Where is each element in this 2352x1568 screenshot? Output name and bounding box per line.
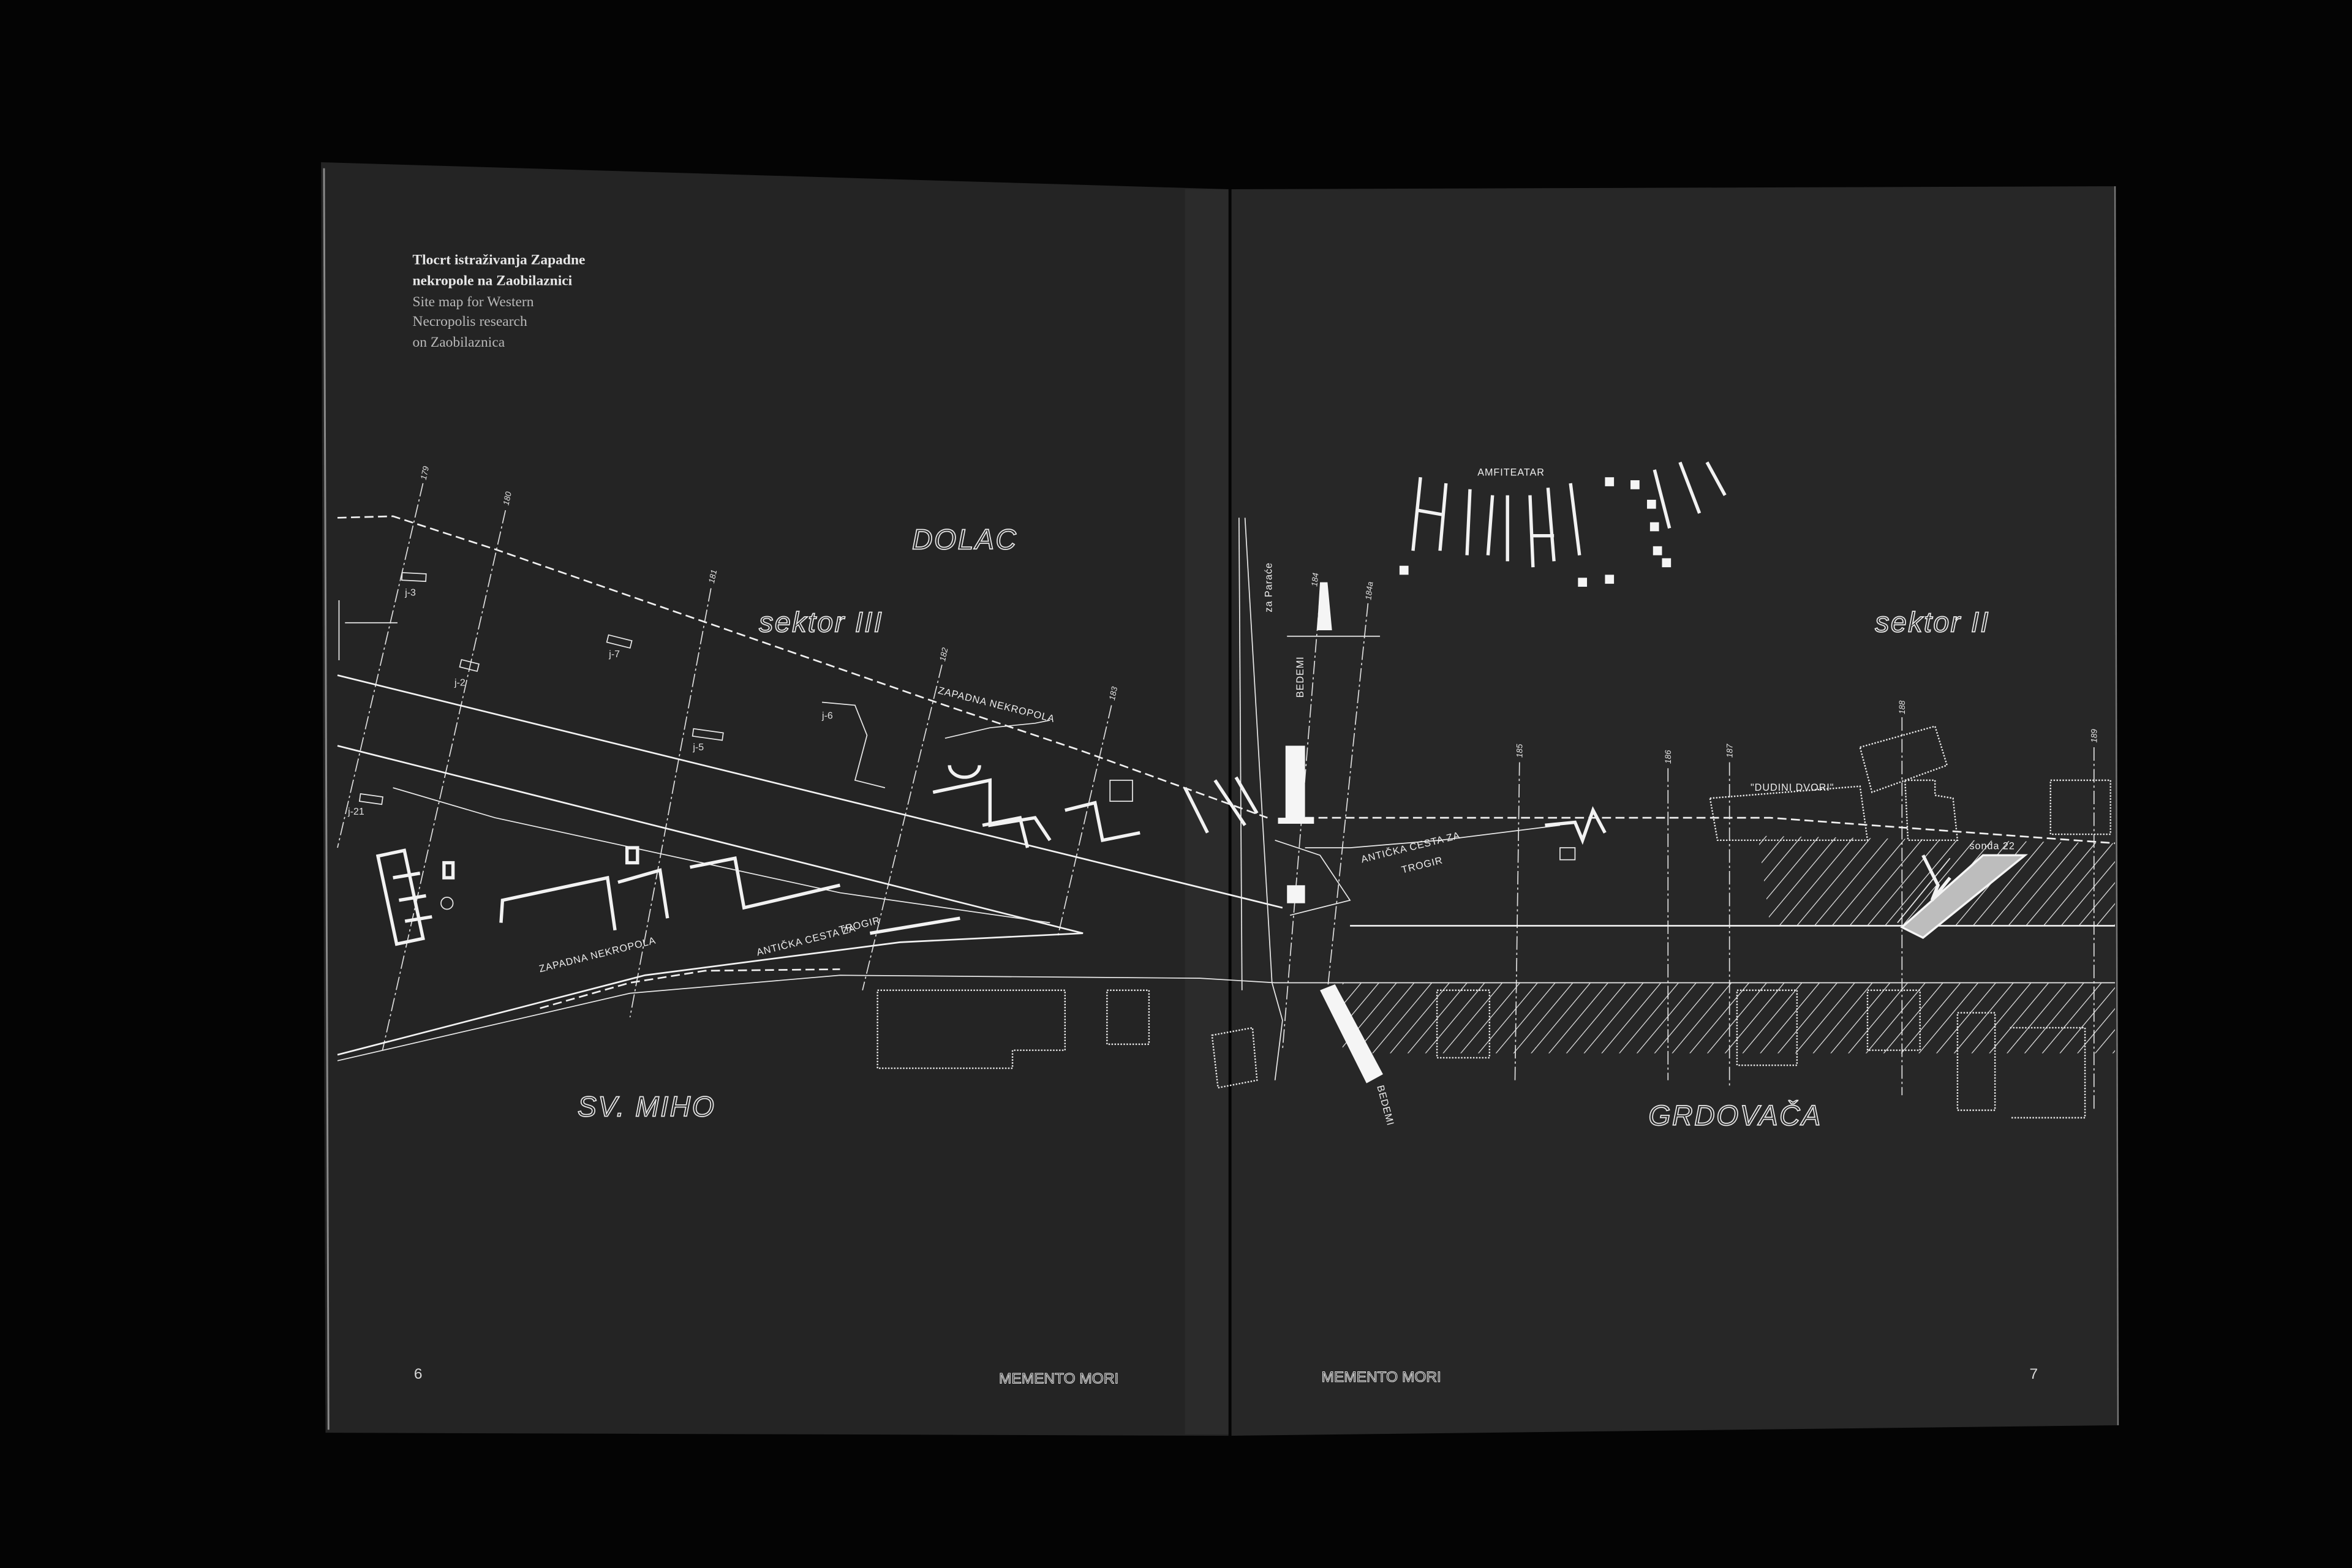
hatched-road-area <box>1342 982 2116 1054</box>
caption-title-hr-line-2: nekropole na Zaobilaznici <box>412 273 572 289</box>
label-bedemi-upper: BEDEMI <box>1295 656 1306 698</box>
grid-number: 188 <box>1898 700 1907 714</box>
grid-number: 187 <box>1725 744 1735 758</box>
caption: Tlocrt istraživanja Zapadne nekropole na… <box>412 252 585 350</box>
area-label-dolac: DOLAC <box>912 524 1018 556</box>
excavated-structures-right <box>1275 582 1951 924</box>
bedemi-wall-base <box>1278 818 1314 824</box>
grid-number: 184a <box>1363 581 1374 600</box>
tomb-label: j-5 <box>692 742 704 753</box>
label-dudini-dvori: "DUDINI DVORI" <box>1751 782 1834 793</box>
road-line <box>337 932 1084 1056</box>
excavated-structures-left <box>375 701 1259 946</box>
sonda-22-structure <box>1921 854 1951 902</box>
caption-title-en-line-2: Necropolis research <box>412 314 527 330</box>
dotted-buildings <box>876 725 2111 1119</box>
amphitheatre-walls <box>1399 461 1727 587</box>
area-label-sektor-2: sektor II <box>1875 606 1989 638</box>
boundary-right <box>1305 816 2116 845</box>
right-page <box>1230 186 2118 1436</box>
grid-number: 182 <box>938 646 949 662</box>
left-page <box>321 162 1231 1436</box>
caption-title-hr-line-1: Tlocrt istraživanja Zapadne <box>412 252 585 268</box>
road-line <box>337 745 1084 934</box>
grid-number: 183 <box>1107 685 1119 701</box>
right-running-title: MEMENTO MORI <box>1322 1369 1441 1385</box>
label-sonda-22: sonda 22 <box>1970 841 2015 852</box>
caption-title-en-line-1: Site map for Western <box>412 294 533 310</box>
road-line <box>337 674 1283 909</box>
grid-number: 184 <box>1310 572 1320 587</box>
necropolis-boundary <box>337 515 1268 819</box>
bedemi-wall-upper <box>1285 745 1305 823</box>
grid-number: 185 <box>1515 744 1525 758</box>
tomb-label: j-6 <box>821 710 833 721</box>
grid-numbers: 179 180 181 182 183 184 184a 185 186 187… <box>419 465 2099 764</box>
area-label-sektor-3: sektor III <box>759 606 883 638</box>
sonda-22-trench <box>1900 854 2028 940</box>
grid-number: 181 <box>707 569 718 584</box>
spine-shadow <box>1185 189 1231 1434</box>
road-line <box>1238 518 1243 990</box>
left-running-title: MEMENTO MORI <box>999 1370 1118 1387</box>
grid-number: 179 <box>419 465 431 481</box>
right-page-number: 7 <box>2029 1366 2038 1382</box>
label-amfiteatar: AMFITEATAR <box>1477 467 1545 478</box>
page-edge <box>323 168 330 1430</box>
road-line <box>1244 518 1273 983</box>
wall-segment <box>1287 885 1305 903</box>
grid-number: 180 <box>501 491 513 507</box>
grid-number: 189 <box>2090 729 2099 743</box>
bedemi-wall-lower <box>1320 984 1383 1084</box>
tomb-label: j-2 <box>454 678 466 688</box>
left-page-number: 6 <box>414 1366 423 1382</box>
lower-dashed-path <box>540 968 840 1009</box>
area-label-grdovaca: GRDOVAČA <box>1648 1099 1822 1131</box>
caption-title-en-line-3: on Zaobilaznica <box>412 334 505 350</box>
area-label-sv-miho: SV. MIHO <box>578 1090 715 1122</box>
grid-number: 186 <box>1664 750 1673 764</box>
tomb-label: j-21 <box>347 807 364 817</box>
tomb-label: j-7 <box>608 649 620 660</box>
tomb-markers: j-3 j-2 j-7 j-5 j-21 j-6 <box>347 571 833 817</box>
road-curve <box>1271 982 1283 1080</box>
label-za-parace: za Paraće <box>1264 562 1275 612</box>
right-page-edge <box>2114 186 2119 1425</box>
road-edge <box>393 787 1050 924</box>
tomb-label: j-3 <box>404 588 416 598</box>
